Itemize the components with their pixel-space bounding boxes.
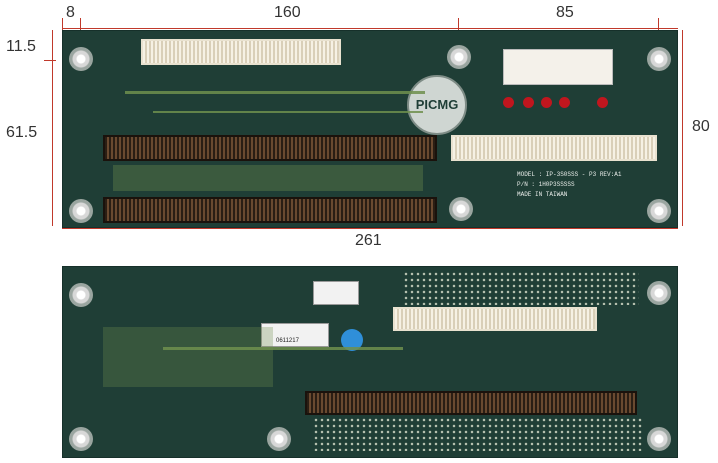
dimension-line-bottom [62, 228, 678, 229]
dimension-bottom-width: 261 [355, 232, 382, 249]
atx-power-connector [503, 49, 613, 85]
pcb-trace-bundle [163, 347, 403, 350]
pci-slot [393, 307, 597, 331]
dimension-top-right-width: 85 [556, 4, 574, 21]
dimension-line-top-tick-b [80, 18, 81, 30]
dimension-line-top-tick-d [658, 18, 659, 30]
pcb-trace-bundle [113, 165, 423, 191]
isa-slot [305, 391, 637, 415]
dimension-line-top-tick-a [62, 18, 63, 30]
dimension-left-middle: 61.5 [6, 124, 38, 141]
label-sticker [313, 281, 359, 305]
sticker-code: 0611217 [276, 338, 299, 344]
part-number-label: P/N : 1H0P3SSSSS [517, 181, 575, 188]
dimension-line-top-tick-c [458, 18, 459, 30]
pci-slot [141, 39, 341, 65]
mounting-hole [647, 281, 671, 305]
isa-slot [103, 197, 437, 223]
mounting-hole [647, 427, 671, 451]
mounting-hole [647, 199, 671, 223]
power-led [541, 97, 552, 108]
pcb-trace-bundle [153, 111, 423, 113]
dimension-left-top: 11.5 [6, 38, 36, 55]
picmg-logo-text: PICMG [415, 97, 459, 112]
power-led [503, 97, 514, 108]
power-led [597, 97, 608, 108]
pcb-trace-bundle [125, 91, 425, 94]
dimension-line-right [682, 30, 683, 226]
mounting-hole [449, 197, 473, 221]
mounting-hole [267, 427, 291, 451]
pin-field [403, 271, 639, 305]
pci-slot [451, 135, 657, 161]
dimension-right-height: 80 [692, 118, 710, 135]
dimension-top-margin: 8 [66, 4, 75, 21]
mounting-hole [647, 47, 671, 71]
mounting-hole [447, 45, 471, 69]
dimension-line-left-tick-a [44, 60, 56, 61]
backplane-bottom-view: 0611217 [62, 266, 678, 458]
pin-field [313, 417, 643, 451]
mounting-hole [69, 199, 93, 223]
picmg-logo: PICMG [407, 75, 467, 135]
dimension-top-left-width: 160 [274, 4, 301, 21]
backplane-top-view: PICMG MODEL : IP-3S0SSS - P3 REV:A1 P/N … [62, 30, 678, 228]
pcb-trace-bundle [103, 327, 273, 387]
model-label: MODEL : IP-3S0SSS - P3 REV:A1 [517, 171, 622, 178]
made-in-label: MADE IN TAIWAN [517, 191, 568, 198]
dimension-line-left [52, 30, 53, 226]
power-led [523, 97, 534, 108]
mounting-hole [69, 427, 93, 451]
power-led [559, 97, 570, 108]
dimension-line-top [62, 28, 678, 29]
barcode-sticker: 0611217 [261, 323, 329, 347]
mounting-hole [69, 47, 93, 71]
isa-slot [103, 135, 437, 161]
blue-marker-dot [341, 329, 363, 351]
mounting-hole [69, 283, 93, 307]
